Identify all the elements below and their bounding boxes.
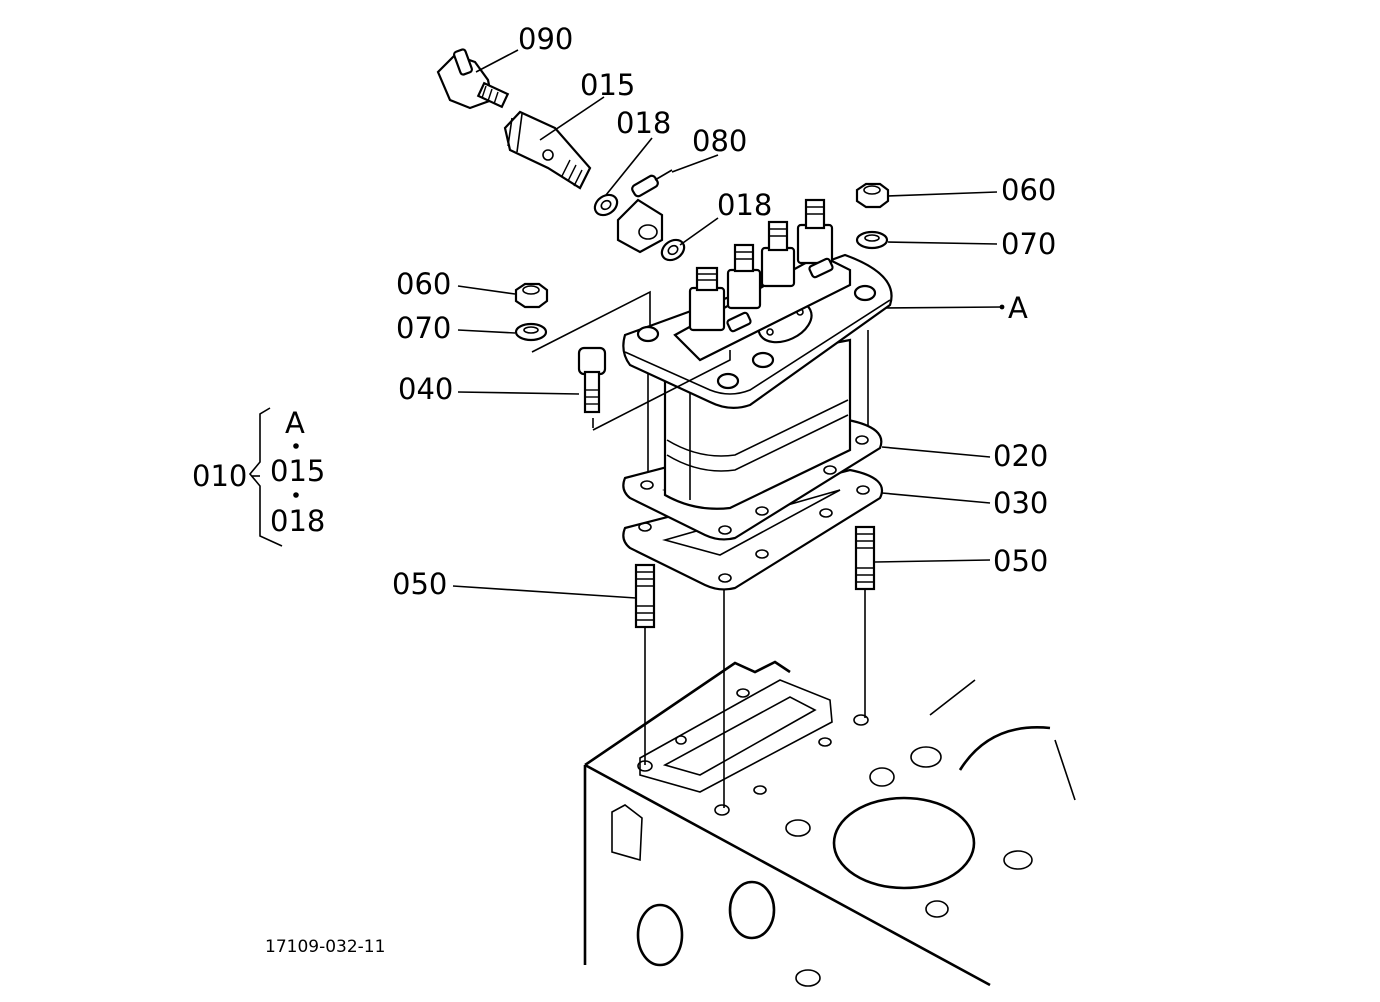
callout-070-left: 070 (396, 311, 451, 345)
callout-030: 030 (993, 486, 1048, 520)
callout-040: 040 (398, 372, 453, 406)
assembly-member-015: 015 (270, 454, 325, 488)
gasket-washer-018-a (593, 193, 619, 217)
callout-080: 080 (692, 124, 747, 158)
callout-050-right: 050 (993, 544, 1048, 578)
bullet-1 (293, 443, 299, 449)
stud-bolt-left (634, 563, 656, 629)
assembly-group: 010 A 015 018 (192, 406, 325, 547)
callout-020: 020 (993, 439, 1048, 473)
callout-018-b: 018 (717, 188, 772, 222)
callout-060-left: 060 (396, 267, 451, 301)
stud-bolt-right (854, 525, 876, 591)
callout-050-left: 050 (392, 567, 447, 601)
bolt-040 (577, 346, 607, 414)
assembly-parent-label: 010 (192, 459, 247, 493)
banjo-fitting-090 (436, 48, 510, 110)
exploded-guide-lines (531, 290, 731, 431)
figure-code: 17109-032-11 (265, 937, 385, 957)
callout-A: A (1008, 291, 1028, 325)
callout-018-a: 018 (616, 106, 671, 140)
callout-070-right: 070 (1001, 227, 1056, 261)
banjo-bolt-015 (503, 110, 592, 190)
bullet-2 (293, 492, 299, 498)
banjo-080 (616, 169, 673, 254)
injection-pump (622, 198, 893, 510)
nut-left (514, 282, 549, 309)
leader-lines (452, 49, 1005, 599)
callout-015: 015 (580, 68, 635, 102)
washer-right (855, 230, 889, 250)
callout-060-right: 060 (1001, 173, 1056, 207)
assembly-member-018: 018 (270, 504, 325, 538)
washer-left (514, 322, 548, 342)
engine-block (583, 660, 1076, 987)
callout-090: 090 (518, 22, 573, 56)
nut-right (855, 182, 890, 209)
assembly-member-A: A (285, 406, 305, 440)
gasket-washer-018-b (660, 238, 686, 262)
